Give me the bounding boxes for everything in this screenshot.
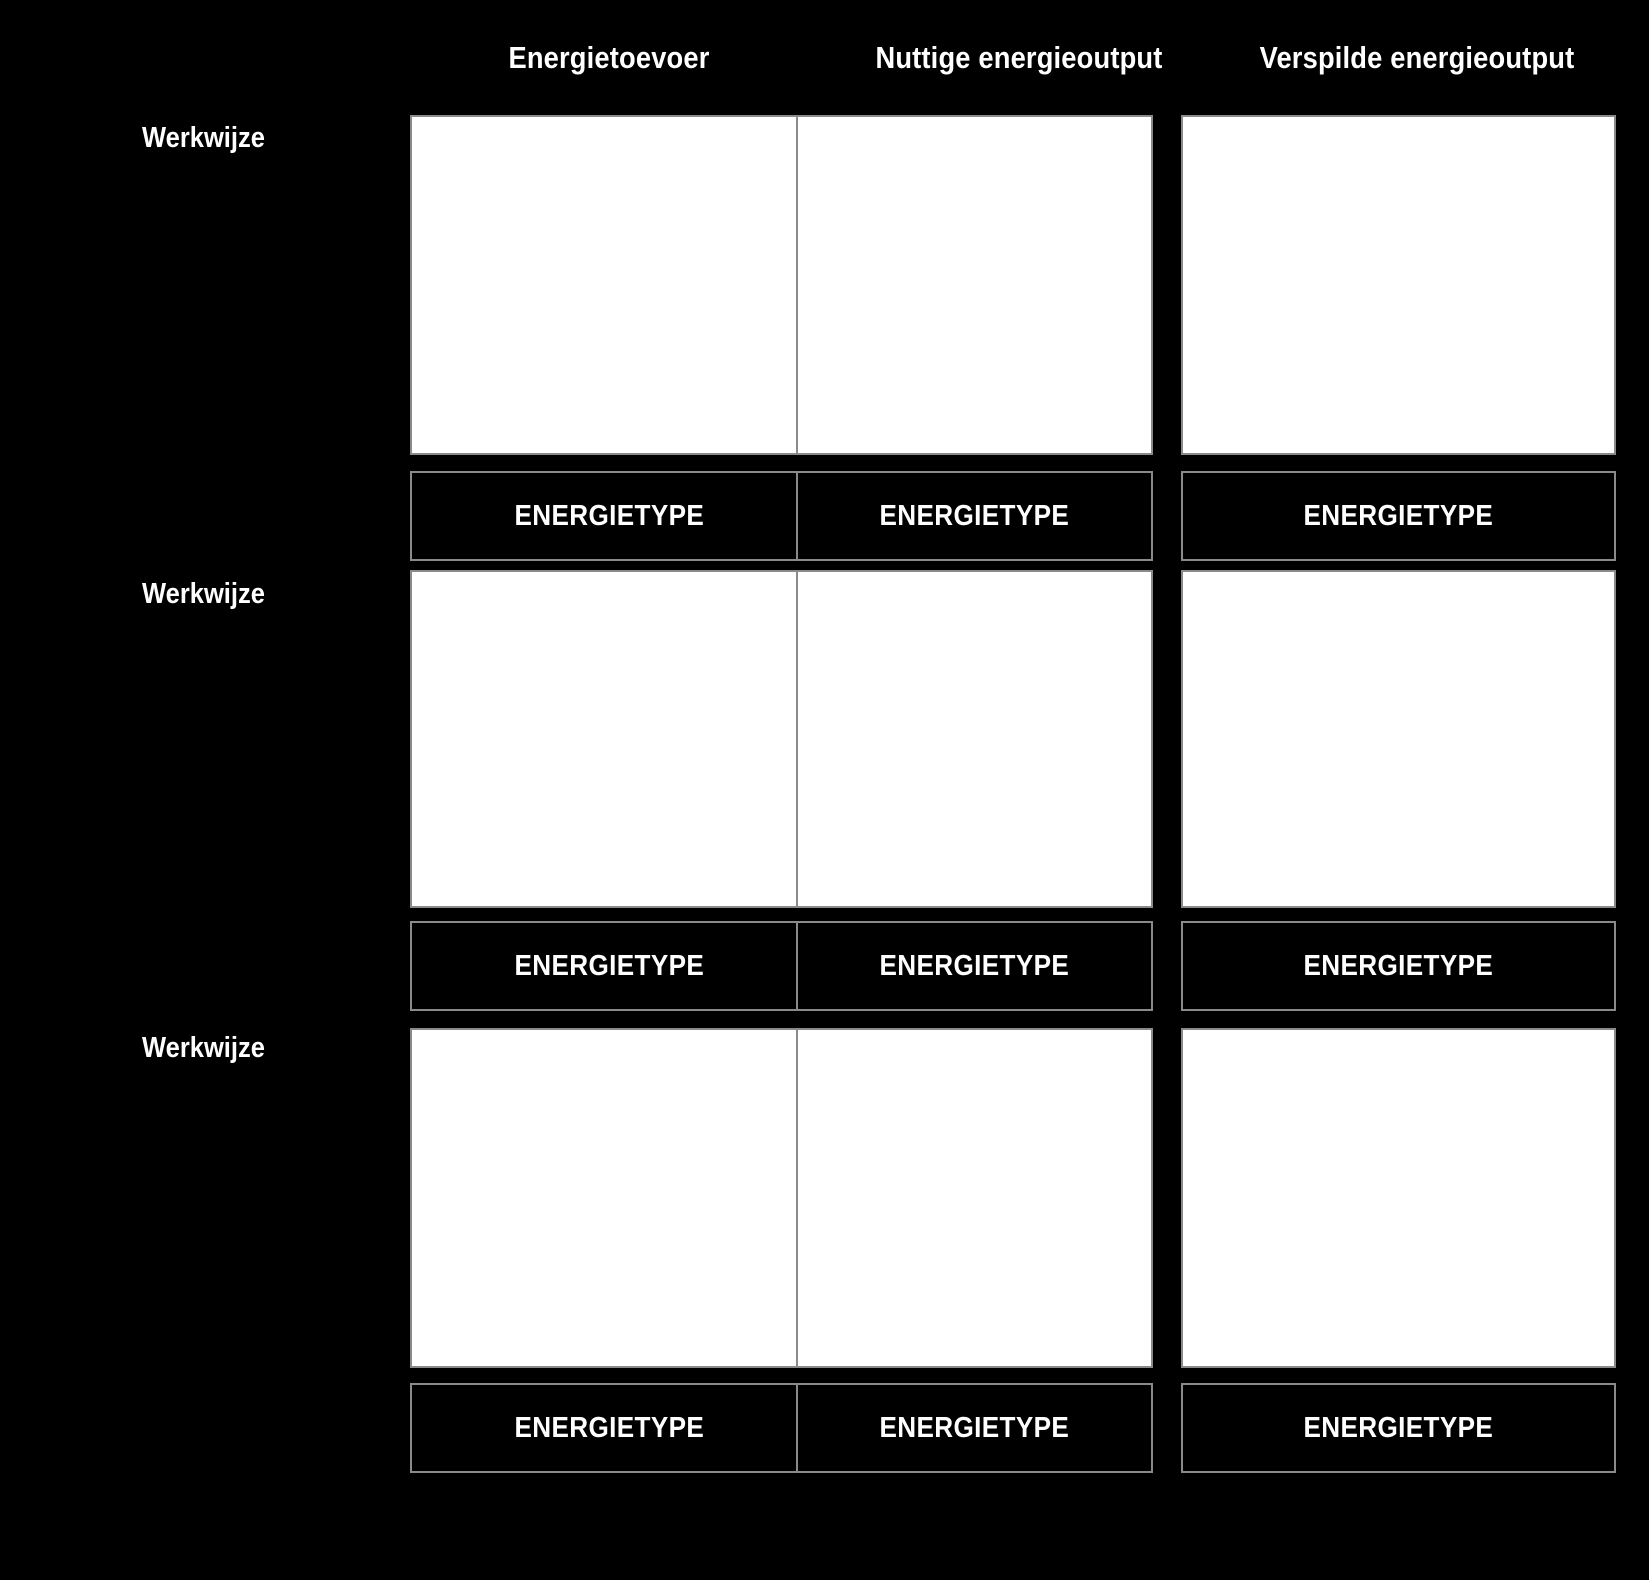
drawing-panel[interactable] (410, 1028, 808, 1368)
caption-text: ENERGIETYPE (1303, 949, 1494, 982)
column-header-energy-input: Energietoevoer (508, 40, 710, 75)
column-header-useful-energy-output: Nuttige energieoutput (875, 40, 1163, 75)
storyboard-cell[interactable]: ENERGIETYPE (1181, 570, 1616, 1011)
caption-box[interactable]: ENERGIETYPE (1181, 921, 1616, 1011)
caption-text: ENERGIETYPE (879, 949, 1070, 982)
caption-text: ENERGIETYPE (514, 949, 704, 982)
column-header-wasted-energy-output: Verspilde energieoutput (1259, 40, 1575, 75)
drawing-panel[interactable] (410, 570, 808, 908)
caption-box[interactable]: ENERGIETYPE (796, 921, 1153, 1011)
caption-box[interactable]: ENERGIETYPE (410, 471, 808, 561)
drawing-panel[interactable] (1181, 1028, 1616, 1368)
drawing-panel[interactable] (1181, 570, 1616, 908)
drawing-panel[interactable] (1181, 115, 1616, 455)
drawing-panel[interactable] (796, 1028, 1153, 1368)
caption-box[interactable]: ENERGIETYPE (1181, 471, 1616, 561)
drawing-panel[interactable] (410, 115, 808, 455)
caption-text: ENERGIETYPE (514, 1411, 704, 1444)
storyboard-cell[interactable]: ENERGIETYPE (410, 1028, 808, 1473)
storyboard-cell[interactable]: ENERGIETYPE (410, 115, 808, 561)
caption-text: ENERGIETYPE (879, 499, 1070, 532)
storyboard-cell[interactable]: ENERGIETYPE (1181, 115, 1616, 561)
caption-box[interactable]: ENERGIETYPE (410, 1383, 808, 1473)
caption-text: ENERGIETYPE (879, 1411, 1070, 1444)
storyboard-cell[interactable]: ENERGIETYPE (410, 570, 808, 1011)
drawing-panel[interactable] (796, 115, 1153, 455)
caption-box[interactable]: ENERGIETYPE (1181, 1383, 1616, 1473)
caption-text: ENERGIETYPE (514, 499, 704, 532)
caption-box[interactable]: ENERGIETYPE (410, 921, 808, 1011)
row-label-method-2: Werkwijze (142, 578, 265, 610)
caption-box[interactable]: ENERGIETYPE (796, 471, 1153, 561)
storyboard-cell[interactable]: ENERGIETYPE (796, 115, 1153, 561)
caption-box[interactable]: ENERGIETYPE (796, 1383, 1153, 1473)
storyboard-cell[interactable]: ENERGIETYPE (796, 1028, 1153, 1473)
row-label-method-3: Werkwijze (142, 1032, 265, 1064)
row-label-method-1: Werkwijze (142, 122, 265, 154)
storyboard-cell[interactable]: ENERGIETYPE (796, 570, 1153, 1011)
drawing-panel[interactable] (796, 570, 1153, 908)
caption-text: ENERGIETYPE (1303, 1411, 1494, 1444)
caption-text: ENERGIETYPE (1303, 499, 1494, 532)
storyboard-cell[interactable]: ENERGIETYPE (1181, 1028, 1616, 1473)
